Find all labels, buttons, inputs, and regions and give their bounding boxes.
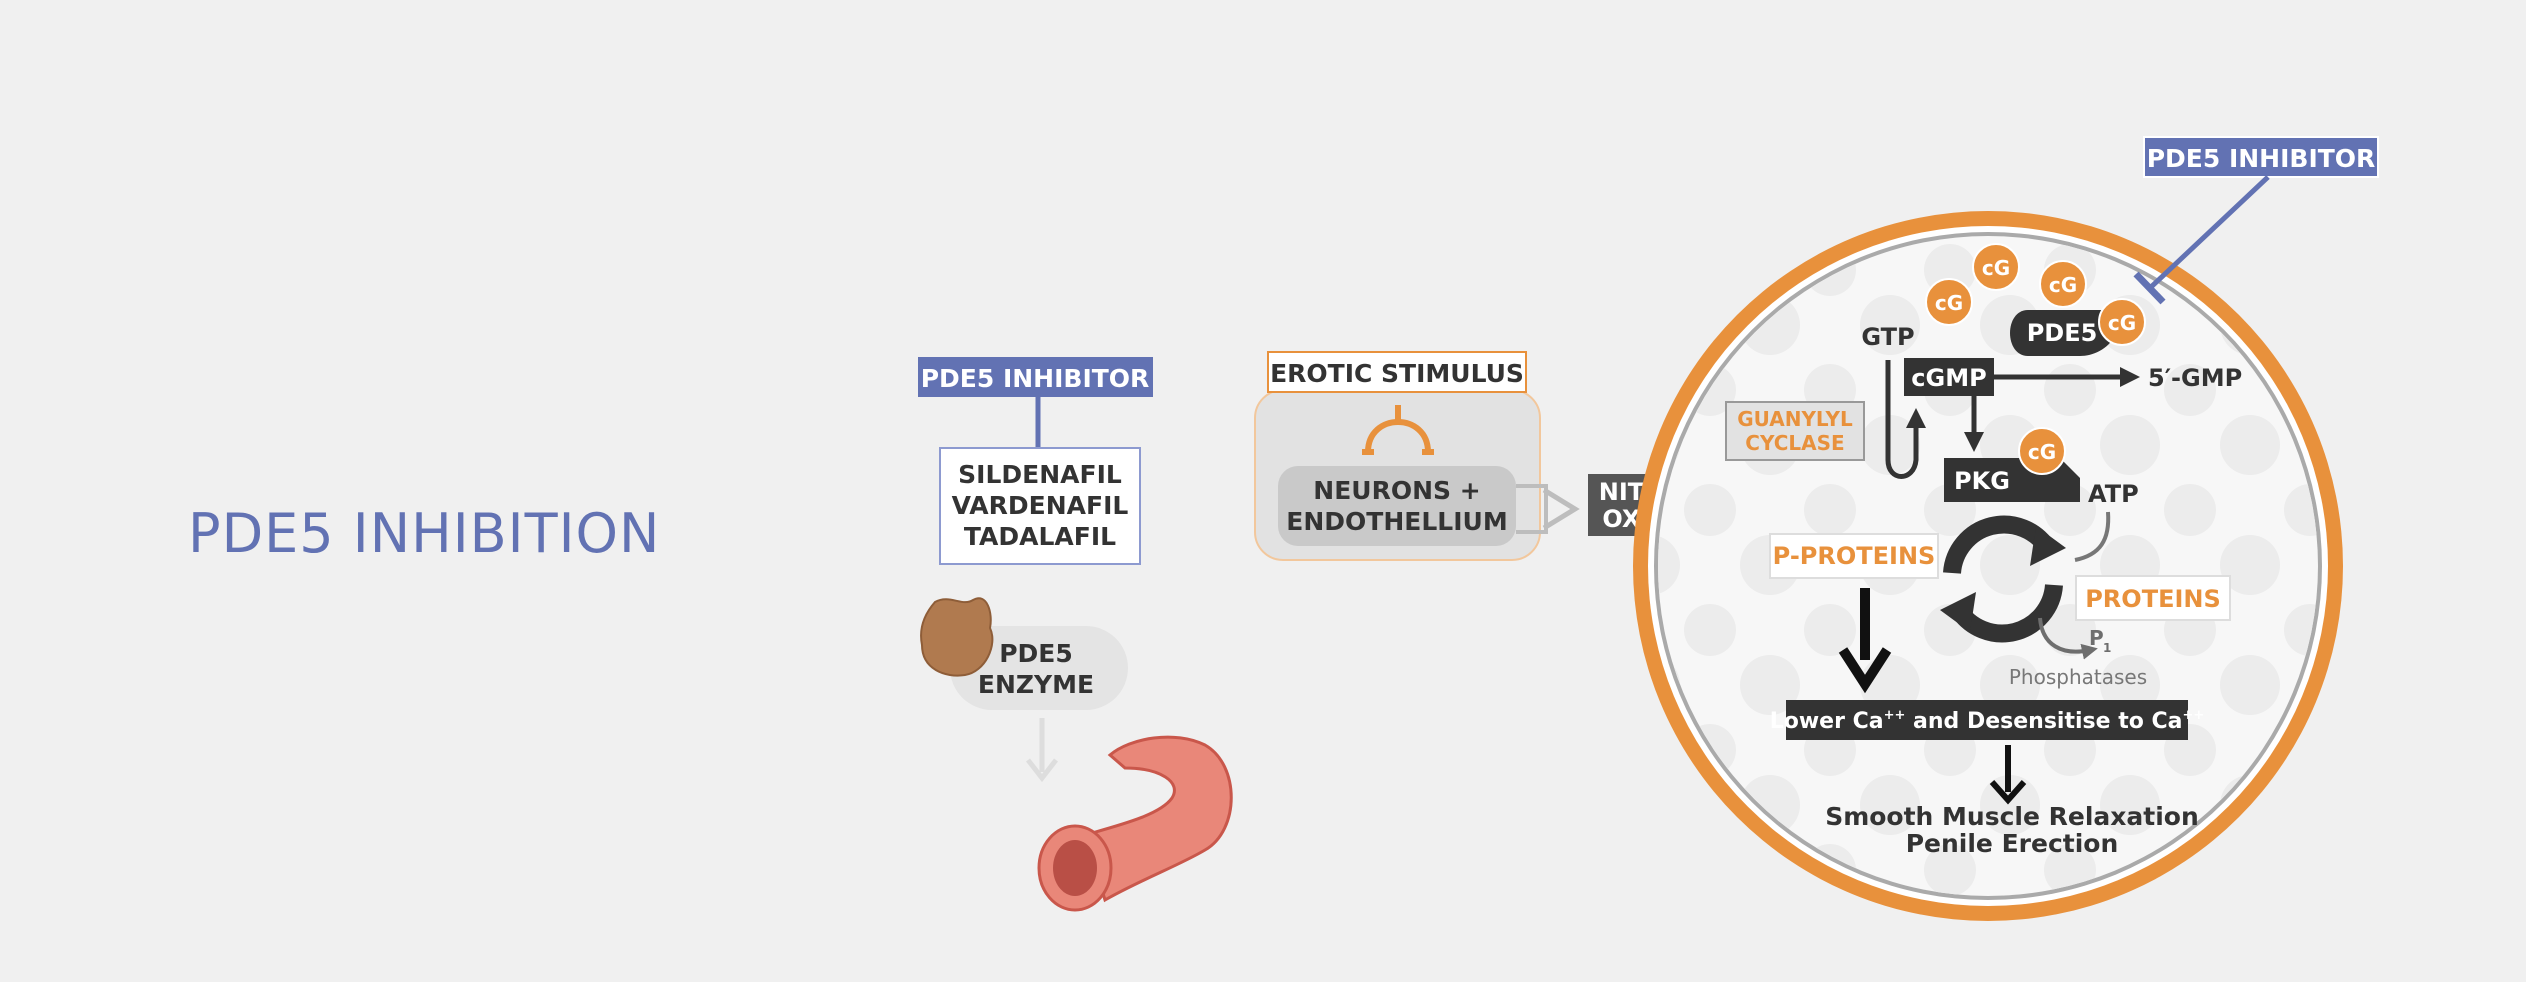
guanylyl-line-2: CYCLASE bbox=[1745, 431, 1844, 455]
gtp-label: GTP bbox=[1861, 323, 1914, 351]
gtp-loop-arrow bbox=[1885, 360, 1926, 479]
neurons-connector bbox=[1516, 484, 1548, 534]
cg-token-pde5 bbox=[2098, 298, 2146, 346]
inhibitor-block-line bbox=[2148, 175, 2270, 290]
cg-token-pkg-label: cG bbox=[2028, 440, 2056, 464]
page-title: PDE5 INHIBITION bbox=[188, 502, 660, 565]
pde5-shape bbox=[2010, 310, 2119, 356]
cg-token-2-label: cG bbox=[1982, 256, 2010, 280]
atp-curve bbox=[2074, 511, 2111, 562]
cg-token-pde5-label: cG bbox=[2108, 311, 2136, 335]
five-gmp-label: 5′-GMP bbox=[2148, 364, 2242, 392]
cgmp-box bbox=[1904, 358, 1994, 396]
pi-label: P bbox=[2089, 626, 2104, 650]
cg-token-pkg bbox=[2018, 427, 2066, 475]
outcome-line-2: Penile Erection bbox=[1906, 829, 2119, 858]
left-panel: PDE5 INHIBITOR SILDENAFIL VARDENAFIL TAD… bbox=[918, 357, 1233, 912]
lower-ca-down-arrow bbox=[1989, 745, 2027, 805]
stimulus-panel: EROTIC STIMULUS NEURONS + ENDOTHELLIUM bbox=[1254, 351, 1580, 561]
proteins-box bbox=[2075, 575, 2231, 621]
p-proteins-down-arrow bbox=[1838, 588, 1892, 694]
inhibitor-label: PDE5 INHIBITOR bbox=[921, 364, 1150, 393]
cg-token-2 bbox=[1972, 243, 2020, 291]
erotic-stimulus-label: EROTIC STIMULUS bbox=[1270, 359, 1524, 388]
phosphatases-label: Phosphatases bbox=[2009, 665, 2147, 689]
faded-arrow-down bbox=[1026, 718, 1058, 783]
proteins-label: PROTEINS bbox=[2085, 585, 2221, 613]
lower-ca-label: Lower Ca++ and Desensitise to Ca++ bbox=[1770, 708, 2205, 734]
p-proteins-label: P-PROTEINS bbox=[1773, 542, 1936, 570]
lower-ca-part-1: Lower Ca bbox=[1770, 709, 1884, 734]
cgmp-label: cGMP bbox=[1911, 364, 1986, 392]
lower-ca-part-2: and Desensitise to Ca bbox=[1905, 709, 2182, 734]
cg-token-3-label: cG bbox=[2049, 273, 2077, 297]
outcome-line-1: Smooth Muscle Relaxation bbox=[1825, 802, 2199, 831]
drug-list-box bbox=[939, 447, 1141, 565]
inhibitor-block-bar bbox=[2133, 271, 2166, 305]
pi-arrow bbox=[2038, 617, 2098, 660]
lower-ca-box bbox=[1786, 700, 2188, 740]
enzyme-pill bbox=[950, 626, 1128, 710]
cg-token-3 bbox=[2039, 260, 2087, 308]
cg-token-1-label: cG bbox=[1935, 291, 1963, 315]
drug-sildenafil: SILDENAFIL bbox=[958, 460, 1122, 489]
cell-texture bbox=[1658, 236, 2318, 896]
cell-inhibitor-label-box bbox=[2143, 136, 2379, 178]
blood-vessel-icon bbox=[1037, 735, 1233, 912]
erotic-stimulus-box bbox=[1267, 351, 1527, 393]
guanylyl-line-1: GUANYLYL bbox=[1737, 407, 1853, 431]
guanylyl-cyclase-box bbox=[1725, 401, 1865, 461]
cell: GUANYLYL CYCLASE GTP cGMP 5′-GMP PKG cG … bbox=[1633, 211, 2343, 921]
inhibitor-label-box bbox=[918, 357, 1153, 397]
enzyme-blob-icon bbox=[920, 597, 994, 677]
lower-ca-sup-2: ++ bbox=[2182, 708, 2204, 723]
phosphorylation-cycle-icon bbox=[1940, 515, 2066, 643]
neurons-line-1: NEURONS + bbox=[1313, 476, 1480, 505]
pkg-label: PKG bbox=[1954, 467, 2010, 495]
cell-inhibitor-label: PDE5 INHIBITOR bbox=[2147, 144, 2376, 173]
p-proteins-box bbox=[1769, 533, 1939, 579]
enzyme-line-2: ENZYME bbox=[978, 670, 1094, 699]
pde5-label: PDE5 bbox=[2027, 319, 2098, 347]
neurons-line-2: ENDOTHELLIUM bbox=[1286, 507, 1507, 536]
atp-label: ATP bbox=[2088, 480, 2139, 508]
stimulus-arrow-icon bbox=[1362, 405, 1434, 455]
neurons-box bbox=[1278, 466, 1516, 546]
drug-tadalafil: TADALAFIL bbox=[964, 522, 1116, 551]
chevron-right-icon bbox=[1542, 487, 1580, 531]
pi-subscript: 1 bbox=[2103, 641, 2111, 655]
cg-token-1 bbox=[1925, 278, 1973, 326]
enzyme-line-1: PDE5 bbox=[999, 639, 1073, 668]
drug-vardenafil: VARDENAFIL bbox=[952, 491, 1129, 520]
lower-ca-sup-1: ++ bbox=[1884, 708, 1906, 723]
